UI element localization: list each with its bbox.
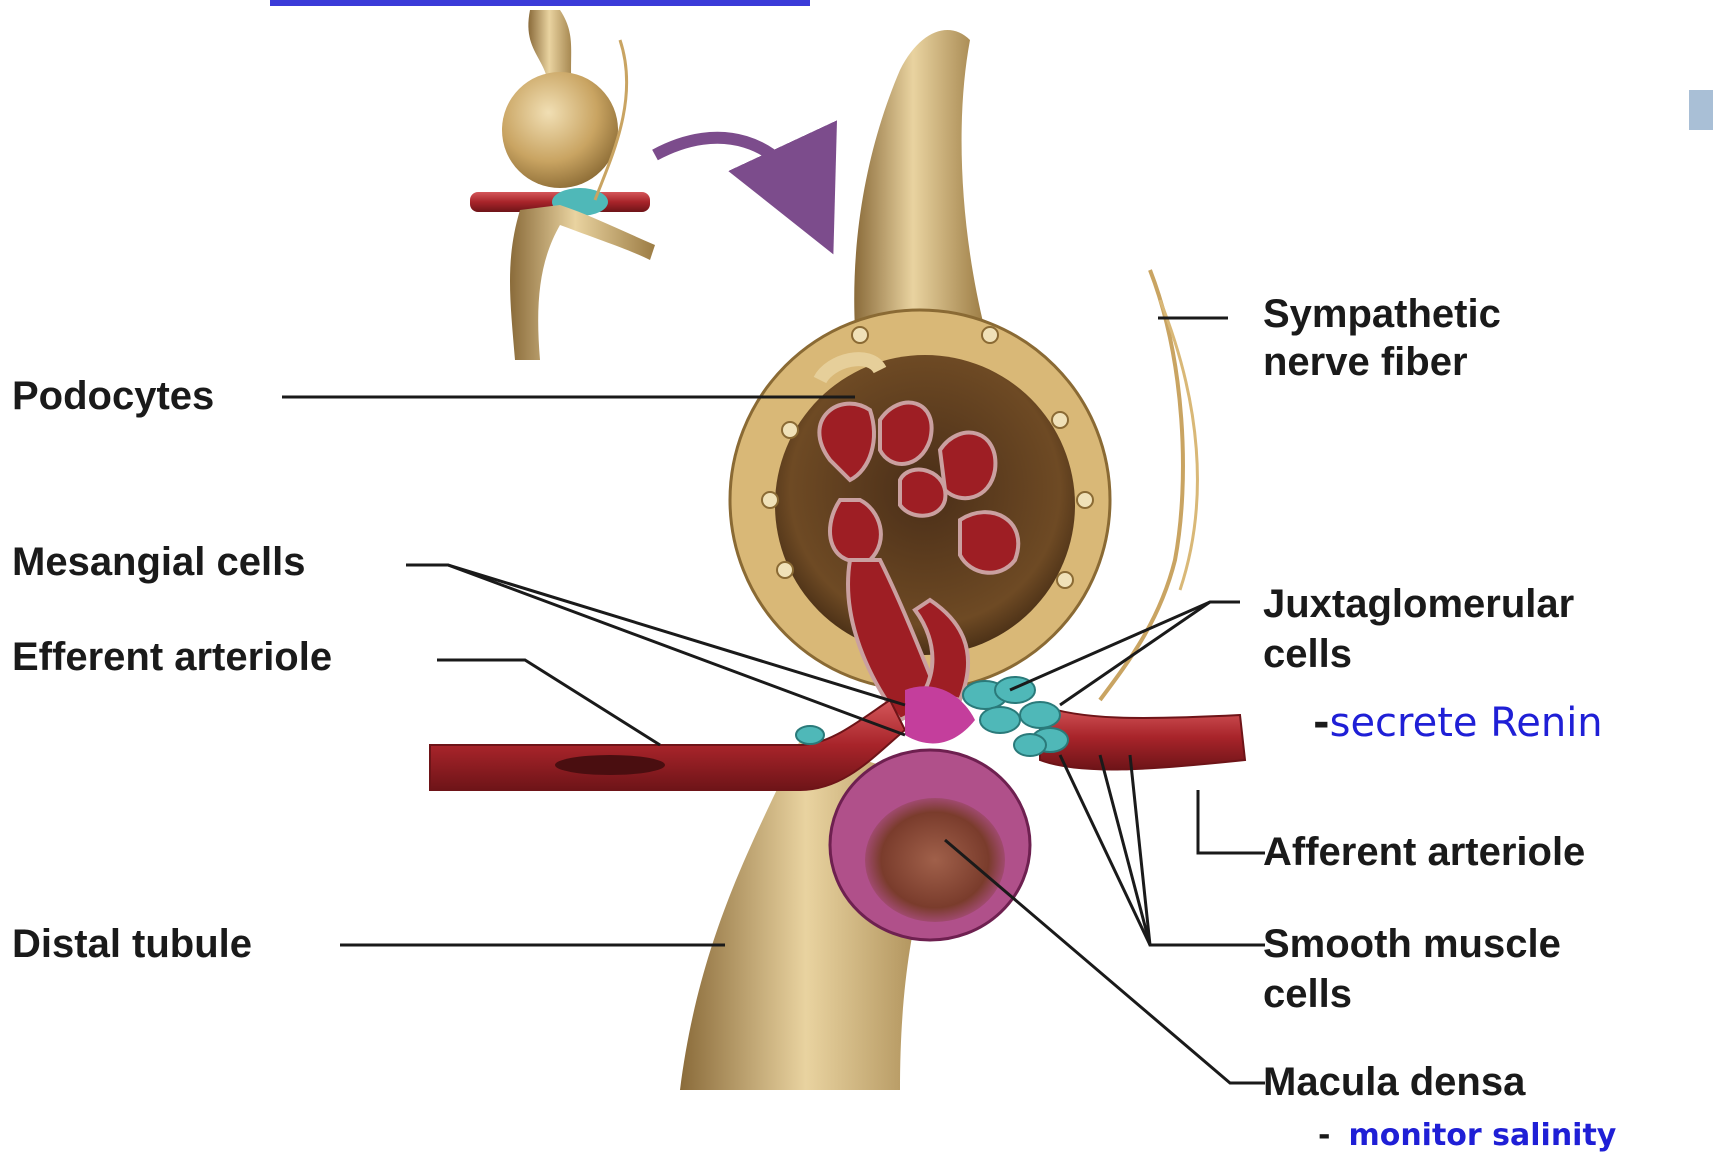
label-efferent-arteriole: Efferent arteriole xyxy=(12,635,332,679)
salinity-text: monitor salinity xyxy=(1348,1118,1616,1153)
renin-note: -secrete Renin xyxy=(1313,700,1603,746)
zoom-arrow xyxy=(655,138,808,200)
label-distal-tubule: Distal tubule xyxy=(12,922,252,966)
sympathetic-nerve xyxy=(1100,270,1183,700)
label-sympathetic-line2: nerve fiber xyxy=(1263,340,1468,384)
label-smooth-muscle-line2: cells xyxy=(1263,972,1352,1016)
label-juxtaglomerular-line2: cells xyxy=(1263,632,1352,676)
label-sympathetic-line1: Sympathetic xyxy=(1263,292,1501,336)
afferent-arteriole xyxy=(1040,705,1245,769)
renin-text: secrete Renin xyxy=(1330,700,1603,746)
proximal-tubule xyxy=(854,30,985,330)
label-afferent-arteriole: Afferent arteriole xyxy=(1263,830,1585,874)
macula-densa xyxy=(830,750,1030,940)
salinity-note: -monitor salinity xyxy=(1318,1118,1616,1154)
renin-dash: - xyxy=(1313,700,1330,746)
label-mesangial-cells: Mesangial cells xyxy=(12,540,305,584)
inset-glomerulus xyxy=(470,10,655,360)
salinity-dash: - xyxy=(1318,1118,1330,1153)
label-macula-densa: Macula densa xyxy=(1263,1060,1525,1104)
efferent-arteriole xyxy=(430,700,905,790)
label-podocytes: Podocytes xyxy=(12,374,214,418)
label-smooth-muscle-line1: Smooth muscle xyxy=(1263,922,1561,966)
label-juxtaglomerular-line1: Juxtaglomerular xyxy=(1263,582,1574,626)
